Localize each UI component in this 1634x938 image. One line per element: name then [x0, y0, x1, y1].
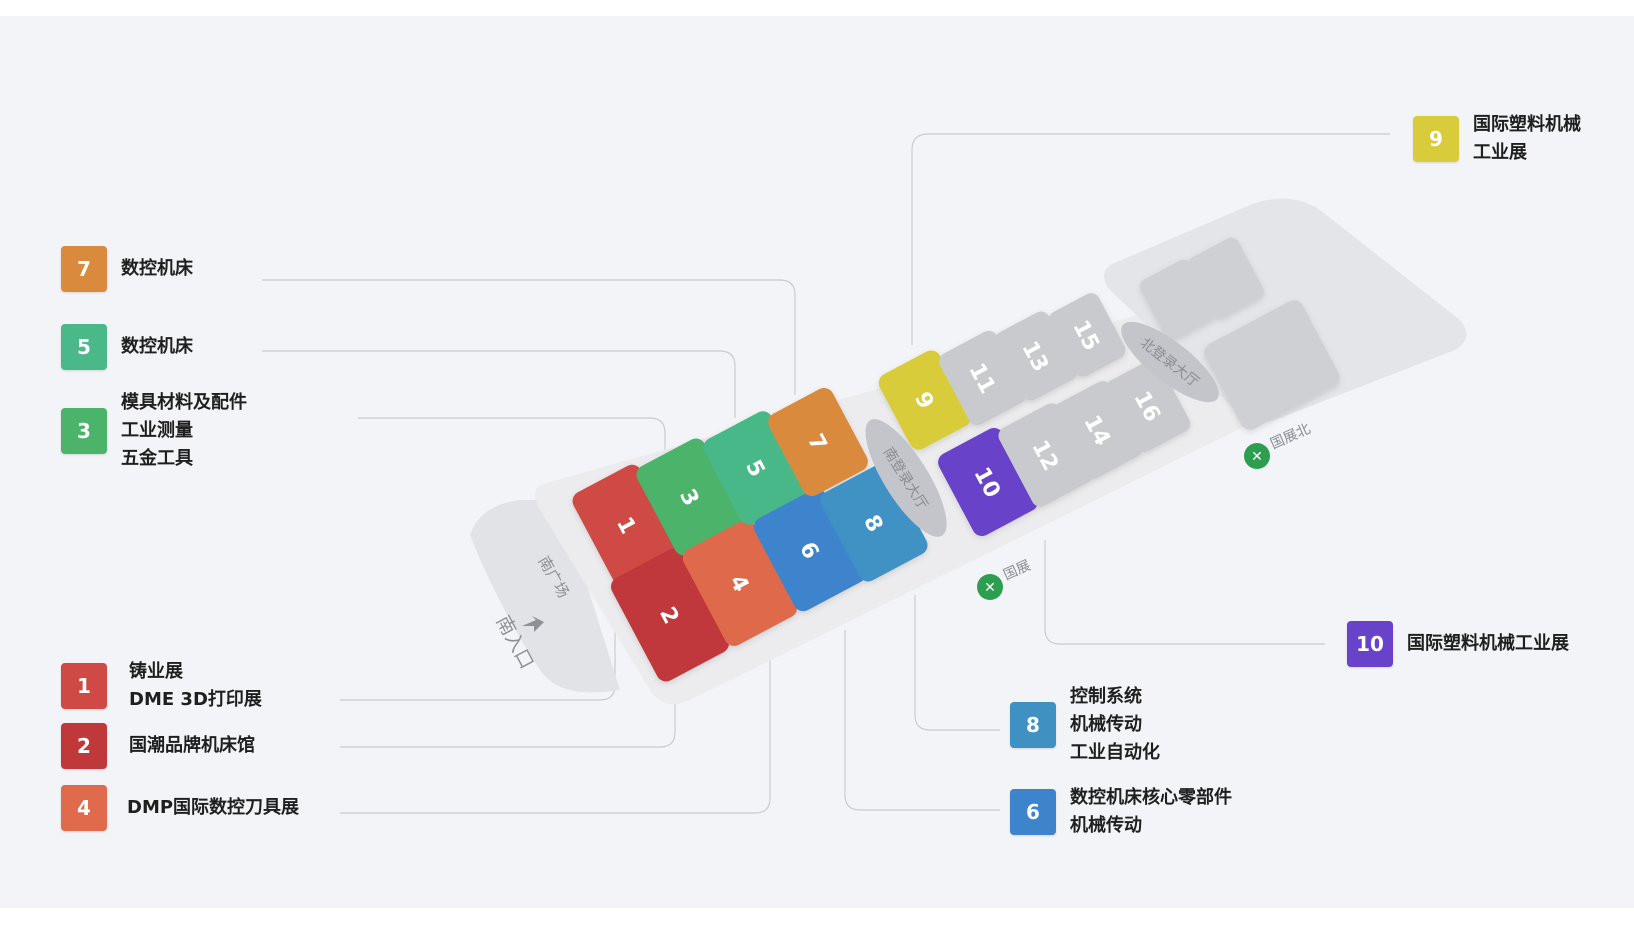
metro-marker-1: ✕ 国展: [977, 558, 1033, 600]
metro-icon: ✕: [1251, 449, 1263, 465]
legend-label: 机械传动: [1070, 815, 1142, 836]
legend-badge-10: 10: [1347, 621, 1393, 667]
legend-label: 五金工具: [121, 448, 193, 469]
legend-badge-9: 9: [1413, 116, 1459, 162]
legend-label: 数控机床: [121, 336, 193, 357]
legend-item-8[interactable]: 8 控制系统 机械传动 工业自动化: [1010, 683, 1160, 767]
legend-label: 铸业展: [129, 661, 183, 682]
legend-badge-6: 6: [1010, 789, 1056, 835]
connector-6: [844, 630, 1000, 811]
legend-badge-3: 3: [61, 408, 107, 454]
bottom-band: [0, 908, 1634, 938]
legend-badge-7: 7: [61, 246, 107, 292]
legend-label: 工业自动化: [1070, 742, 1160, 763]
connector-9: [911, 133, 1390, 345]
hall-7[interactable]: 7: [765, 384, 872, 499]
legend-item-7[interactable]: 7 数控机床: [61, 246, 193, 292]
metro-icon: ✕: [984, 580, 996, 596]
legend-item-10[interactable]: 10 国际塑料机械工业展: [1347, 621, 1569, 667]
legend-label: DMP国际数控刀具展: [127, 797, 300, 818]
connector-10: [1044, 540, 1325, 645]
top-band: [0, 0, 1634, 16]
legend-badge-8: 8: [1010, 702, 1056, 748]
legend-item-6[interactable]: 6 数控机床核心零部件 机械传动: [1010, 784, 1232, 840]
legend-item-4[interactable]: 4 DMP国际数控刀具展: [61, 785, 299, 831]
legend-label: 机械传动: [1070, 714, 1142, 735]
north-hall-b: [1188, 237, 1264, 319]
metro-1-label: 国展: [1001, 558, 1033, 584]
legend-label: 国潮品牌机床馆: [129, 735, 255, 756]
connector-2: [340, 690, 676, 748]
hall-15[interactable]: 15: [1045, 290, 1128, 380]
connector-3: [358, 417, 666, 450]
legend-badge-4: 4: [61, 785, 107, 831]
legend-label: 数控机床: [121, 258, 193, 279]
legend-label: 工业展: [1473, 142, 1527, 163]
hall-1[interactable]: 1: [569, 461, 685, 589]
hall-4[interactable]: 4: [679, 517, 800, 650]
connector-8: [914, 595, 1000, 731]
halls: 1 2 3 4 5 6 7 8: [569, 237, 1340, 685]
legend-label: 国际塑料机械工业展: [1407, 633, 1569, 654]
legend-item-2[interactable]: 2 国潮品牌机床馆: [61, 723, 255, 769]
legend-badge-1: 1: [61, 663, 107, 709]
legend-badge-2: 2: [61, 723, 107, 769]
legend-item-3[interactable]: 3 模具材料及配件 工业测量 五金工具: [61, 389, 247, 473]
legend-item-1[interactable]: 1 铸业展 DME 3D打印展: [61, 658, 262, 714]
connector-7: [262, 279, 796, 395]
connector-4: [340, 660, 771, 814]
legend-label: 数控机床核心零部件: [1070, 787, 1232, 808]
connector-lines: [262, 133, 1390, 814]
hall-2[interactable]: 2: [607, 545, 732, 685]
legend-item-9[interactable]: 9 国际塑料机械 工业展: [1413, 111, 1581, 167]
north-hall-c: [1204, 300, 1340, 430]
legend-item-5[interactable]: 5 数控机床: [61, 324, 193, 370]
legend-label: 控制系统: [1070, 686, 1142, 707]
entrance-arrow-icon: [522, 616, 544, 632]
legend-label: 模具材料及配件: [121, 392, 247, 413]
legend-label: 国际塑料机械: [1473, 114, 1581, 135]
legend-label: DME 3D打印展: [129, 689, 262, 710]
connector-5: [262, 350, 736, 418]
legend-label: 工业测量: [121, 420, 193, 441]
south-plaza-area: [470, 500, 620, 693]
legend-badge-5: 5: [61, 324, 107, 370]
metro-2-label: 国展北: [1268, 421, 1313, 453]
